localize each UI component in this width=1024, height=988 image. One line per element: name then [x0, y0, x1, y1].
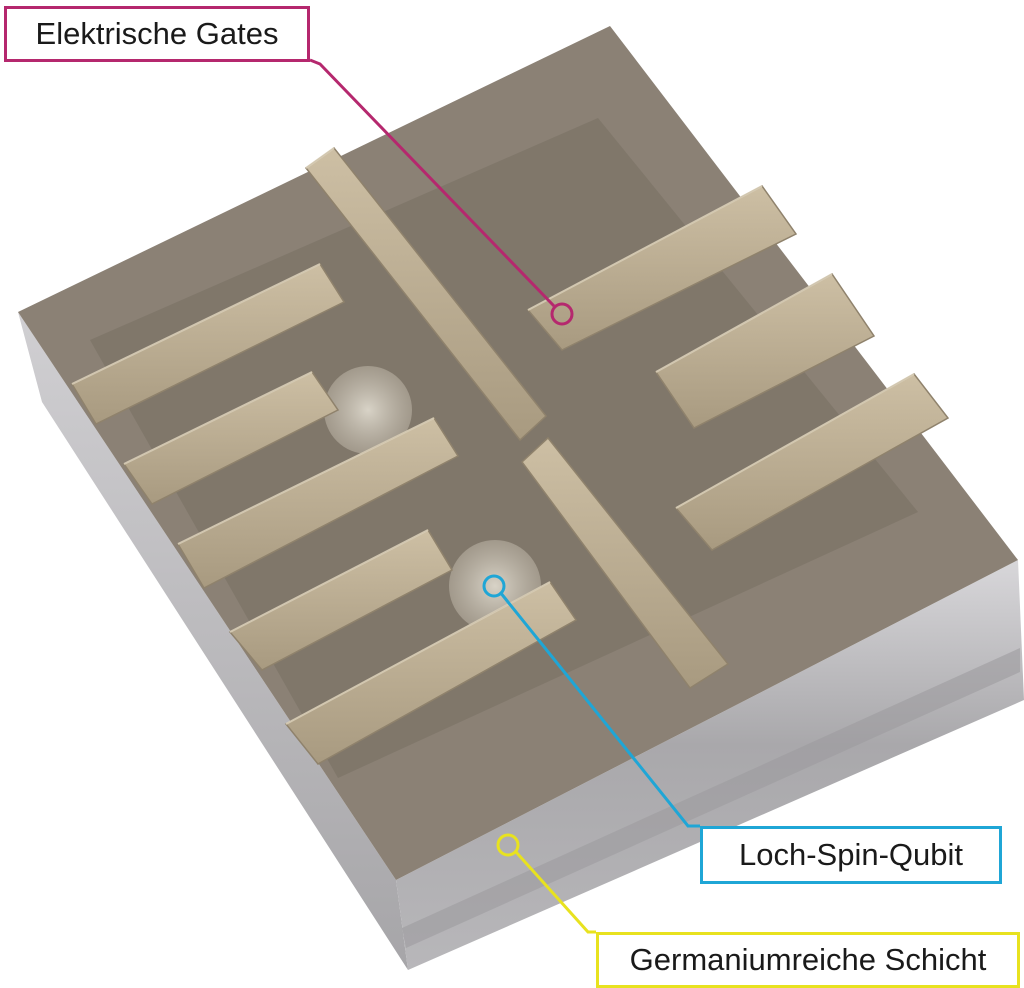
callouts [309, 58, 700, 934]
label-germanium-layer-text: Germaniumreiche Schicht [629, 942, 987, 977]
label-germanium-layer: Germaniumreiche Schicht [596, 932, 1020, 988]
gates-pointer-circle [550, 302, 574, 326]
germanium-layer-band [402, 648, 1020, 948]
electric-gates [70, 146, 950, 765]
qubit-spot-upper [324, 366, 412, 454]
gate-highlights [71, 147, 915, 725]
gates-leader-line [309, 58, 556, 308]
layer-pointer-circle [496, 833, 520, 857]
chip-left-face [18, 312, 408, 970]
qubit-pointer-circle [482, 574, 506, 598]
qubit-leader-line [498, 591, 700, 828]
label-hole-spin-qubit-text: Loch-Spin-Qubit [738, 837, 963, 872]
gate-center-bottom [520, 436, 730, 690]
label-electric-gates-text: Elektrische Gates [35, 16, 279, 51]
layer-leader-line [514, 850, 596, 934]
label-electric-gates: Elektrische Gates [4, 6, 310, 62]
label-hole-spin-qubit: Loch-Spin-Qubit [700, 826, 1002, 884]
